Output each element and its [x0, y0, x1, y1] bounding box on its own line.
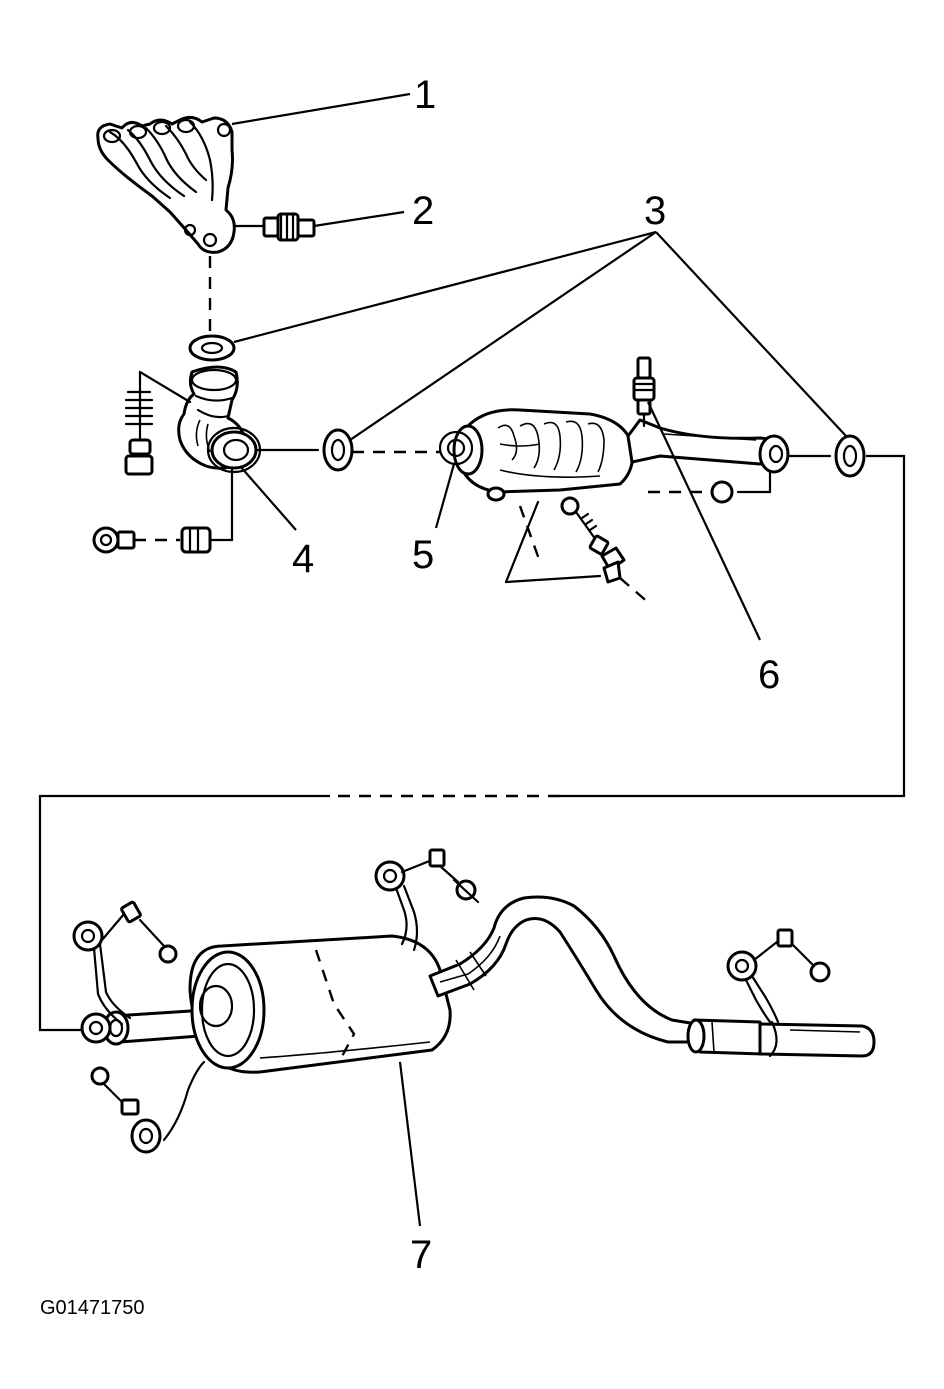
exhaust-manifold — [96, 115, 236, 254]
hanger-middle — [374, 848, 480, 952]
leader-3b — [349, 231, 657, 441]
callout-1: 1 — [414, 73, 436, 117]
leader-1 — [231, 92, 411, 126]
leader-3a — [233, 230, 657, 344]
leader-3c — [655, 231, 847, 437]
callout-2: 2 — [412, 189, 434, 233]
front-exhaust-pipe — [92, 334, 262, 554]
callout-7: 7 — [410, 1233, 432, 1277]
callout-6: 6 — [758, 653, 780, 697]
oxygen-sensor-downstream — [632, 356, 656, 428]
figure-code: G01471750 — [40, 1297, 145, 1319]
leader-5 — [434, 463, 456, 529]
leader-2 — [313, 210, 405, 228]
catalytic-converter — [438, 408, 790, 605]
leader-4 — [239, 465, 297, 531]
oxygen-sensor-upstream — [232, 212, 316, 242]
callout-4: 4 — [292, 537, 314, 581]
converter-bolt — [560, 496, 651, 605]
muffler-assembly — [102, 895, 876, 1074]
leader-6 — [647, 401, 761, 641]
gasket-front — [256, 428, 440, 472]
gasket-rear — [788, 434, 866, 478]
flange-bolt — [92, 468, 234, 554]
hanger-front-lower — [90, 1060, 206, 1154]
callout-3: 3 — [644, 189, 666, 233]
callout-5: 5 — [412, 533, 434, 577]
leader-7 — [398, 1061, 422, 1227]
hanger-front — [72, 900, 178, 1044]
hanger-rear — [726, 928, 831, 1058]
manifold-stud — [124, 390, 154, 476]
